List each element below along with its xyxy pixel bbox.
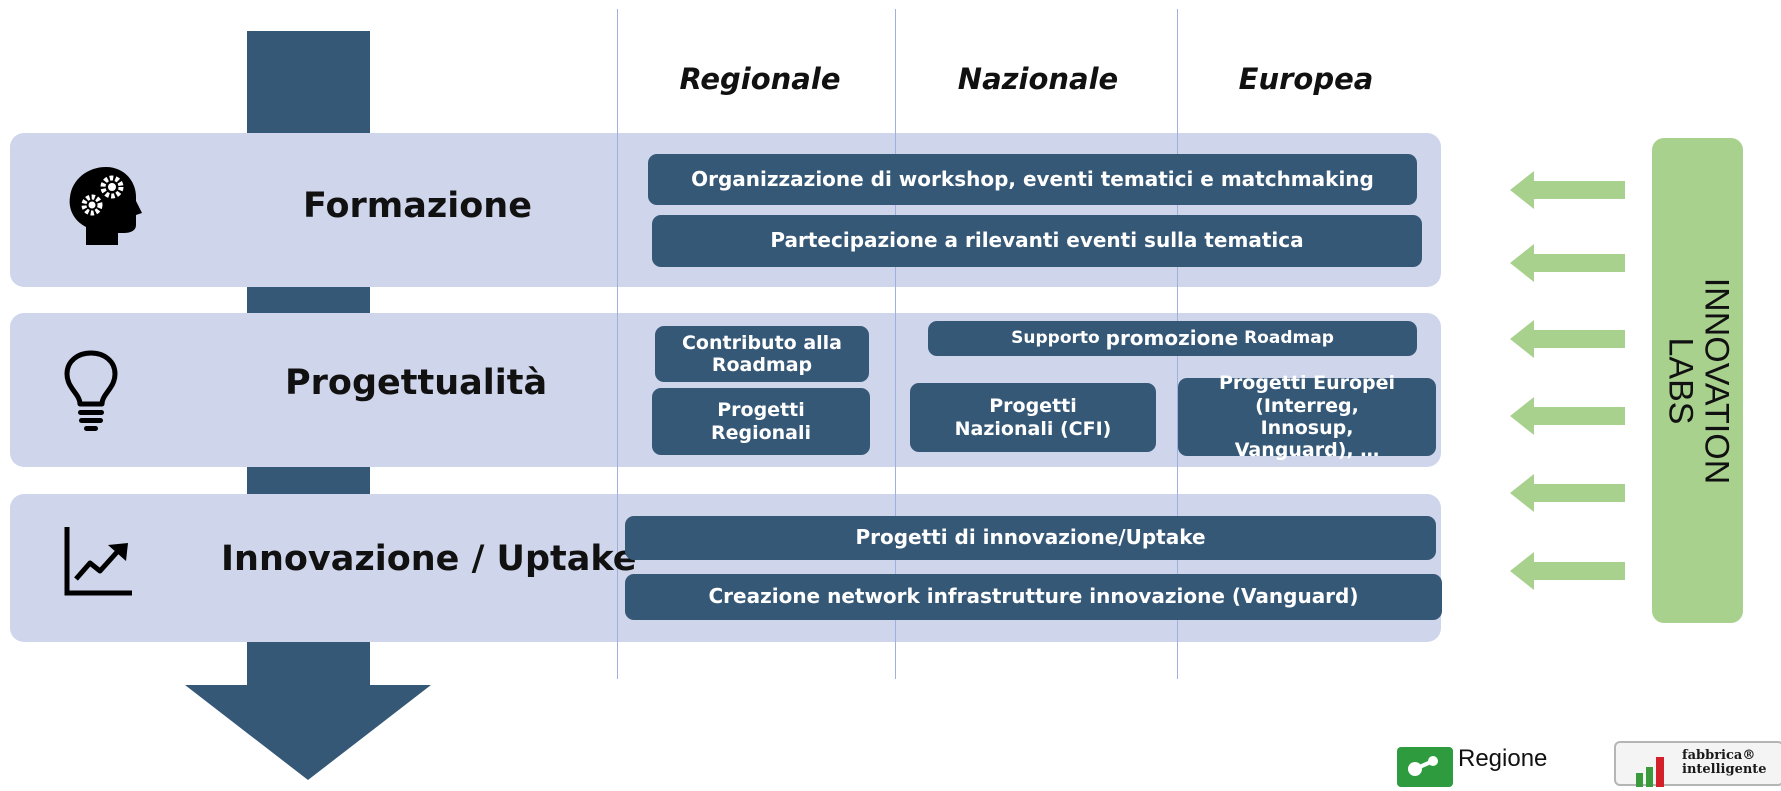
regione-logo: Regione <box>1397 745 1557 787</box>
box-progetti-europei: Progetti Europei (Interreg, Innosup, Van… <box>1178 372 1436 461</box>
input-arrow-3 <box>1510 320 1625 358</box>
box-contributo-roadmap: Contributo alla Roadmap <box>655 326 869 382</box>
innovation-labs-label: INNOVATION LABS <box>1661 277 1736 484</box>
input-arrow-6 <box>1510 552 1625 590</box>
fabbrica-logo-bars <box>1636 757 1664 787</box>
regione-logo-mark <box>1397 747 1453 787</box>
supporto-text: Supporto <box>1011 328 1100 349</box>
box-innovazione-uptake: Progetti di innovazione/Uptake <box>625 516 1436 560</box>
box-supporto-roadmap: Supporto promozione Roadmap <box>928 321 1417 356</box>
row-label-innovazione: Innovazione / Uptake <box>221 539 637 579</box>
box-partecipazione: Partecipazione a rilevanti eventi sulla … <box>652 215 1422 267</box>
box-network: Creazione network infrastrutture innovaz… <box>625 574 1442 620</box>
input-arrow-5 <box>1510 474 1625 512</box>
trend-chart-icon <box>64 527 132 596</box>
box-progetti-regionali: Progetti Regionali <box>652 388 870 455</box>
promozione-text: promozione <box>1105 325 1239 350</box>
fabbrica-intelligente-logo: fabbrica®intelligente <box>1614 741 1781 787</box>
column-header-europea: Europea <box>1238 62 1374 96</box>
lightbulb-icon <box>64 350 118 431</box>
roadmap-text: Roadmap <box>1244 328 1334 349</box>
input-arrow-2 <box>1510 244 1625 282</box>
column-header-regionale: Regionale <box>679 62 841 96</box>
head-gears-icon <box>69 167 142 245</box>
column-divider-1 <box>617 9 618 679</box>
flow-arrow-head <box>185 685 431 780</box>
innovation-labs-panel: INNOVATION LABS <box>1652 138 1743 623</box>
box-workshop: Organizzazione di workshop, eventi temat… <box>648 154 1417 205</box>
input-arrow-1 <box>1510 171 1625 209</box>
row-label-formazione: Formazione <box>303 186 532 226</box>
box-progetti-nazionali: Progetti Nazionali (CFI) <box>910 383 1156 452</box>
row-label-progettualita: Progettualità <box>285 363 548 403</box>
column-divider-2 <box>895 9 896 679</box>
input-arrow-4 <box>1510 397 1625 435</box>
regione-logo-text: Regione <box>1458 745 1548 772</box>
column-header-nazionale: Nazionale <box>957 62 1119 96</box>
fabbrica-logo-text: fabbrica®intelligente <box>1682 748 1767 777</box>
